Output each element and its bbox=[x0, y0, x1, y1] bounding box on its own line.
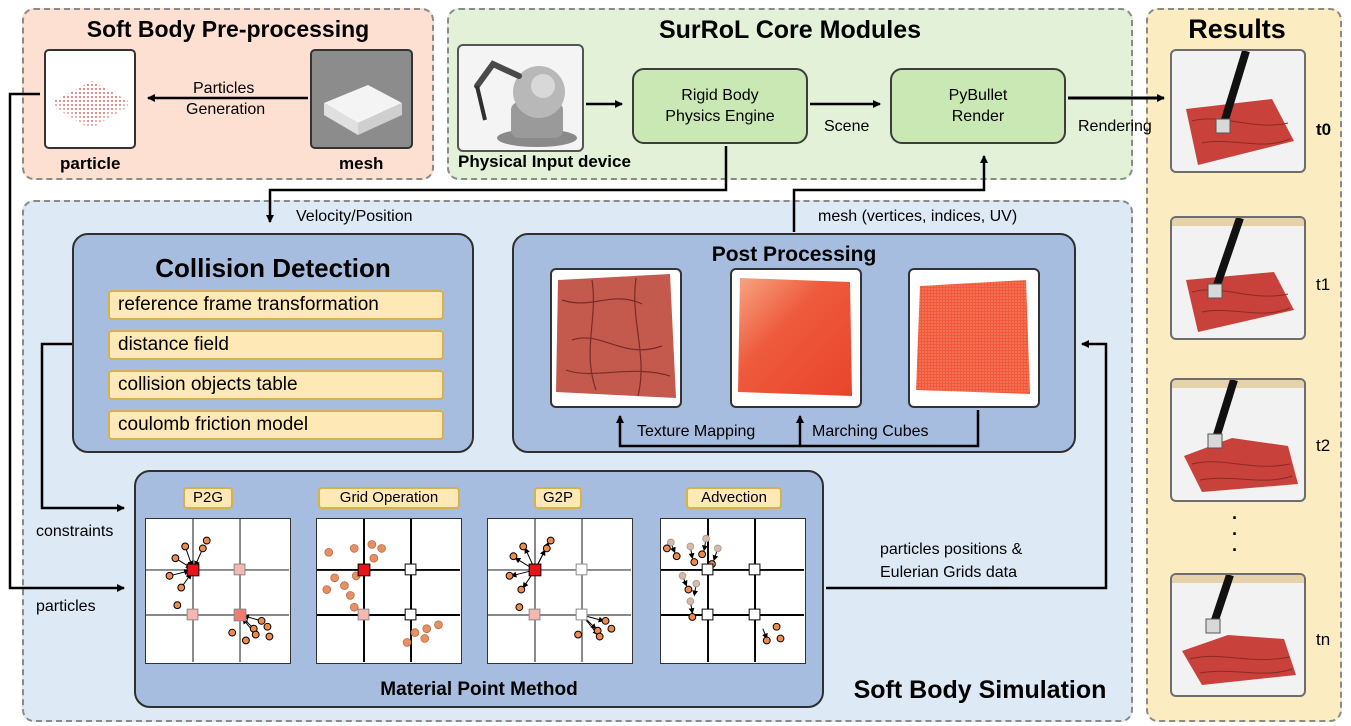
ellipsis: · · · bbox=[1232, 508, 1238, 560]
simulation-title: Soft Body Simulation bbox=[853, 676, 1107, 704]
constraints-label: constraints bbox=[36, 523, 114, 540]
texture-mapped-image bbox=[550, 268, 682, 408]
rendering-label: Rendering bbox=[1078, 118, 1152, 135]
particles-generation-label-1: Particles bbox=[193, 80, 255, 97]
preprocessing-title: Soft Body Pre-processing bbox=[86, 16, 370, 42]
frame-label-t2: t2 bbox=[1316, 436, 1331, 455]
step-tag-p2g: P2G bbox=[183, 487, 233, 509]
g2p-grid bbox=[487, 518, 633, 664]
rigid-body-line2: Physics Engine bbox=[665, 108, 775, 125]
pybullet-line1: PyBullet bbox=[948, 87, 1008, 104]
results-title: Results bbox=[1188, 14, 1286, 44]
particles-label: particles bbox=[36, 598, 96, 615]
collision-item: reference frame transformation bbox=[108, 290, 444, 320]
collision-item: collision objects table bbox=[108, 370, 444, 400]
collision-detection-panel: Collision Detection reference frame tran… bbox=[72, 233, 474, 453]
frame-label-t0: t0 bbox=[1316, 120, 1332, 139]
particles-generation-label-2: Generation bbox=[186, 101, 266, 118]
particle-image bbox=[44, 49, 136, 149]
positions-label-2: Eulerian Grids data bbox=[880, 564, 1017, 581]
rigid-body-engine-box: Rigid Body Physics Engine bbox=[632, 68, 808, 144]
frame-label-t1: t1 bbox=[1316, 275, 1331, 294]
pybullet-render-box: PyBullet Render bbox=[890, 68, 1066, 144]
smooth-mesh-image bbox=[730, 268, 862, 408]
core-title: SurRoL Core Modules bbox=[658, 16, 922, 44]
collision-title: Collision Detection bbox=[155, 253, 391, 283]
marching-cubes-image bbox=[908, 268, 1040, 408]
p2g-grid bbox=[145, 518, 291, 664]
mpm-title: Material Point Method bbox=[380, 679, 578, 700]
advection-grid bbox=[660, 518, 806, 664]
pybullet-line2: Render bbox=[951, 108, 1005, 125]
step-tag-advection: Advection bbox=[686, 487, 782, 509]
device-label: Physical Input device bbox=[458, 152, 631, 171]
frame-label-tn: tn bbox=[1316, 630, 1331, 649]
mesh-data-label: mesh (vertices, indices, UV) bbox=[818, 208, 1018, 225]
texture-mapping-label: Texture Mapping bbox=[637, 423, 756, 440]
post-processing-title: Post Processing bbox=[711, 243, 877, 266]
result-frame-tn bbox=[1170, 573, 1306, 697]
grid-operation-grid bbox=[316, 518, 462, 664]
mesh-label: mesh bbox=[339, 154, 384, 173]
scene-label: Scene bbox=[824, 118, 870, 135]
result-frame-t1 bbox=[1170, 216, 1306, 340]
collision-item: coulomb friction model bbox=[108, 410, 444, 440]
marching-cubes-label: Marching Cubes bbox=[812, 423, 929, 440]
particle-label: particle bbox=[60, 154, 121, 173]
haptic-device-image bbox=[457, 44, 584, 152]
velocity-position-label: Velocity/Position bbox=[296, 208, 413, 225]
step-tag-grid-operation: Grid Operation bbox=[318, 487, 460, 509]
rigid-body-line1: Rigid Body bbox=[681, 87, 759, 104]
positions-label-1: particles positions & bbox=[880, 541, 1023, 558]
result-frame-t2 bbox=[1170, 378, 1306, 502]
step-tag-g2p: G2P bbox=[534, 487, 582, 509]
mesh-image bbox=[310, 49, 413, 149]
result-frame-t0 bbox=[1170, 49, 1306, 173]
collision-item: distance field bbox=[108, 330, 444, 360]
